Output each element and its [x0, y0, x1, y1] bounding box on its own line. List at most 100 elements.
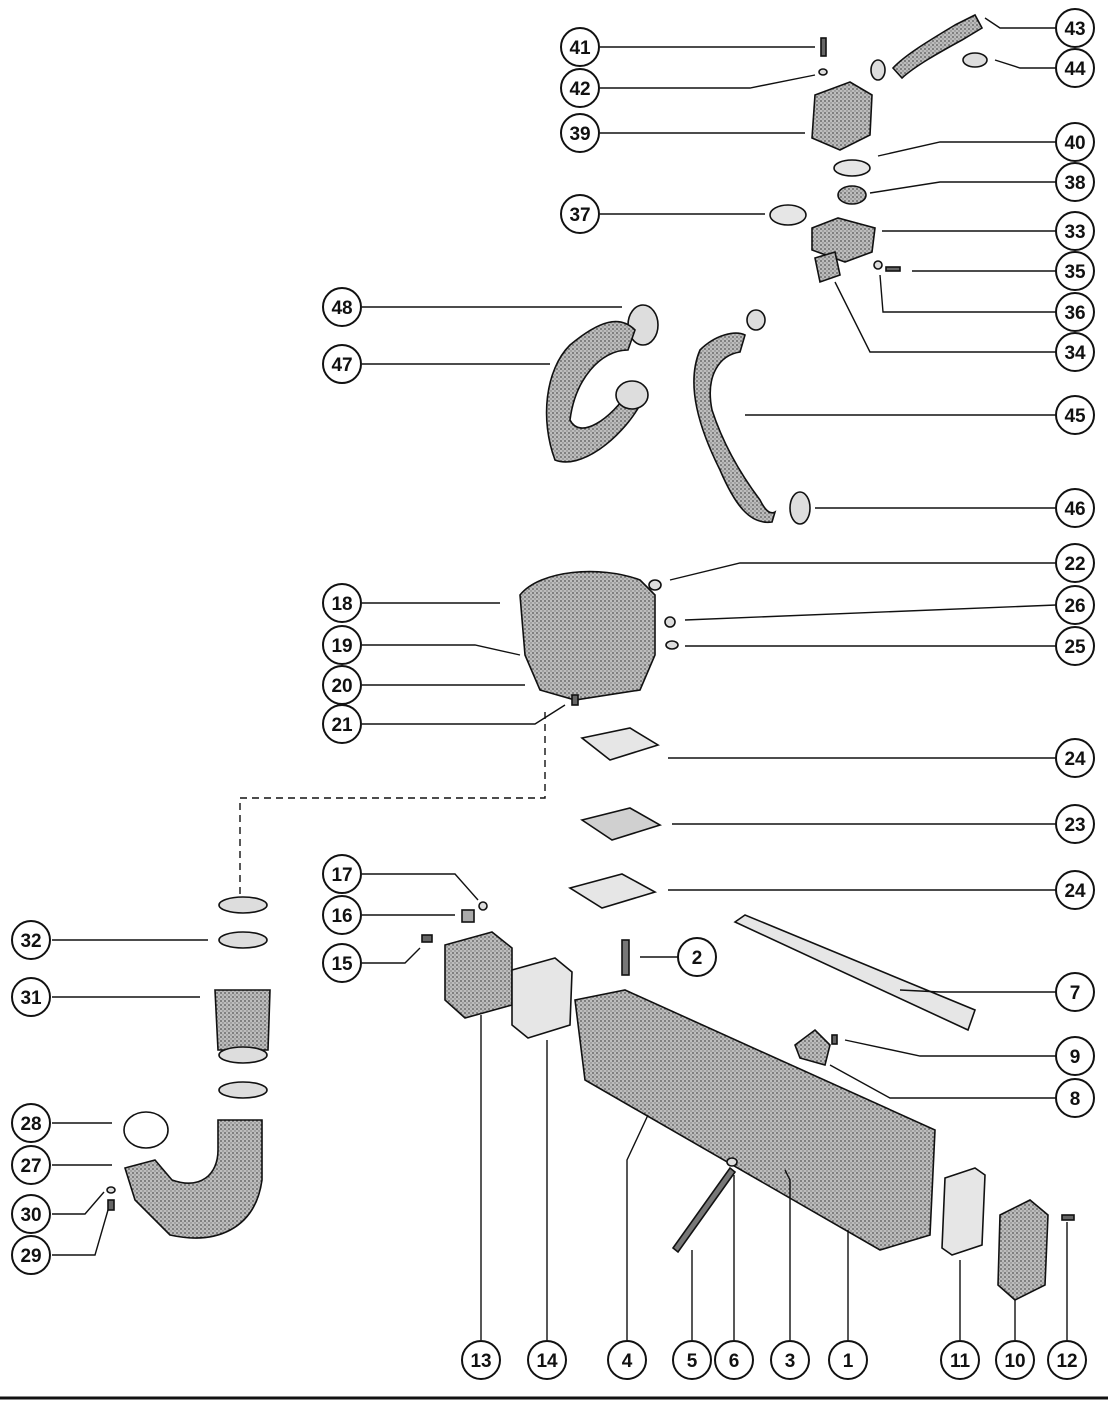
- leader-8: [829, 1064, 1056, 1099]
- callout-label: 20: [331, 676, 352, 697]
- callout-2: 2: [677, 937, 717, 977]
- callout-40: 40: [1055, 122, 1095, 162]
- callout-29: 29: [11, 1235, 51, 1275]
- callout-18: 18: [322, 583, 362, 623]
- callout-label: 14: [536, 1351, 558, 1372]
- callout-label: 34: [1064, 343, 1086, 364]
- leader-38: [869, 181, 1056, 194]
- callout-label: 44: [1064, 59, 1086, 80]
- leader-42: [600, 74, 816, 89]
- leader-43: [984, 17, 1056, 29]
- callout-label: 3: [785, 1351, 796, 1372]
- callout-label: 23: [1064, 815, 1085, 836]
- gasket-24-upper-shape: [580, 727, 660, 761]
- callout-8: 8: [1055, 1078, 1095, 1118]
- callout-10: 10: [995, 1340, 1035, 1380]
- callout-36: 36: [1055, 292, 1095, 332]
- callout-4: 4: [607, 1340, 647, 1380]
- callout-5: 5: [672, 1340, 712, 1380]
- callout-label: 47: [331, 355, 352, 376]
- clamp-lower-a-shape: [218, 1046, 268, 1064]
- leader-29: [52, 1209, 109, 1256]
- callout-label: 42: [569, 79, 590, 100]
- callout-38: 38: [1055, 162, 1095, 202]
- clamp-45-top-shape: [746, 309, 766, 331]
- callout-label: 10: [1004, 1351, 1025, 1372]
- callout-13: 13: [461, 1340, 501, 1380]
- leader-40: [877, 141, 1056, 157]
- callout-47: 47: [322, 344, 362, 384]
- bracket-16-shape: [461, 909, 475, 923]
- elbow-18-shape: [519, 570, 656, 701]
- nut-26-shape: [664, 616, 676, 628]
- gasket-24-lower-shape: [568, 873, 658, 909]
- callout-16: 16: [322, 895, 362, 935]
- stud-2-shape: [621, 939, 630, 976]
- callout-label: 38: [1064, 173, 1085, 194]
- clamp-32-b-shape: [218, 931, 268, 949]
- callout-17: 17: [322, 854, 362, 894]
- callout-label: 26: [1064, 596, 1085, 617]
- callout-label: 39: [569, 124, 590, 145]
- callout-43: 43: [1055, 8, 1095, 48]
- callout-label: 29: [20, 1246, 41, 1267]
- clamp-32-a-shape: [218, 896, 268, 914]
- callout-label: 28: [20, 1114, 41, 1135]
- callout-9: 9: [1055, 1036, 1095, 1076]
- clamp-small-top-shape: [870, 59, 886, 81]
- callout-label: 33: [1064, 222, 1085, 243]
- hose-47-shape: [545, 320, 641, 463]
- leader-36: [879, 274, 1056, 313]
- callout-25: 25: [1055, 626, 1095, 666]
- callout-label: 9: [1070, 1047, 1081, 1068]
- callout-34: 34: [1055, 332, 1095, 372]
- callout-label: 32: [20, 931, 41, 952]
- dashed-connection: [239, 712, 546, 895]
- callout-label: 7: [1070, 983, 1081, 1004]
- bolt-41-shape: [820, 37, 827, 57]
- stud-21-shape: [571, 694, 579, 706]
- clamp-47-lower-shape: [615, 380, 649, 410]
- nut-17-shape: [478, 901, 488, 911]
- gasket-37-shape: [769, 204, 807, 226]
- leader-4: [626, 1114, 649, 1340]
- callout-label: 24: [1064, 881, 1086, 902]
- callout-label: 6: [729, 1351, 740, 1372]
- callout-32: 32: [11, 920, 51, 960]
- callout-33: 33: [1055, 211, 1095, 251]
- callout-30: 30: [11, 1194, 51, 1234]
- housing-39-shape: [811, 81, 873, 151]
- callout-48: 48: [322, 287, 362, 327]
- callout-7: 7: [1055, 972, 1095, 1012]
- washer-30-shape: [106, 1186, 116, 1194]
- callout-label: 48: [331, 298, 352, 319]
- hose-45-shape: [693, 332, 777, 524]
- callout-35: 35: [1055, 251, 1095, 291]
- callout-22: 22: [1055, 543, 1095, 583]
- leader-7: [899, 989, 1056, 993]
- callout-46: 46: [1055, 488, 1095, 528]
- ring-28-shape: [123, 1111, 169, 1149]
- fitting-34-shape: [814, 250, 841, 284]
- callout-11: 11: [940, 1340, 980, 1380]
- gasket-7-shape: [733, 914, 977, 1032]
- clamp-46-shape: [789, 491, 811, 525]
- callout-label: 45: [1064, 406, 1086, 427]
- gasket-14-shape: [511, 957, 573, 1039]
- callout-1: 1: [828, 1340, 868, 1380]
- bracket-8-shape: [794, 1028, 831, 1066]
- gasket-40-shape: [833, 159, 871, 177]
- callout-label: 16: [331, 906, 352, 927]
- leader-19: [362, 644, 521, 656]
- callout-label: 35: [1064, 262, 1086, 283]
- screw-15-shape: [421, 934, 433, 943]
- bellows-31-shape: [214, 989, 271, 1051]
- bolt-5-shape: [671, 1166, 737, 1254]
- plug-22-shape: [648, 579, 662, 591]
- leader-21: [362, 704, 566, 725]
- callout-label: 1: [843, 1351, 854, 1372]
- manifold-1-shape: [574, 989, 936, 1251]
- callout-label: 5: [687, 1351, 698, 1372]
- callout-label: 21: [331, 715, 353, 736]
